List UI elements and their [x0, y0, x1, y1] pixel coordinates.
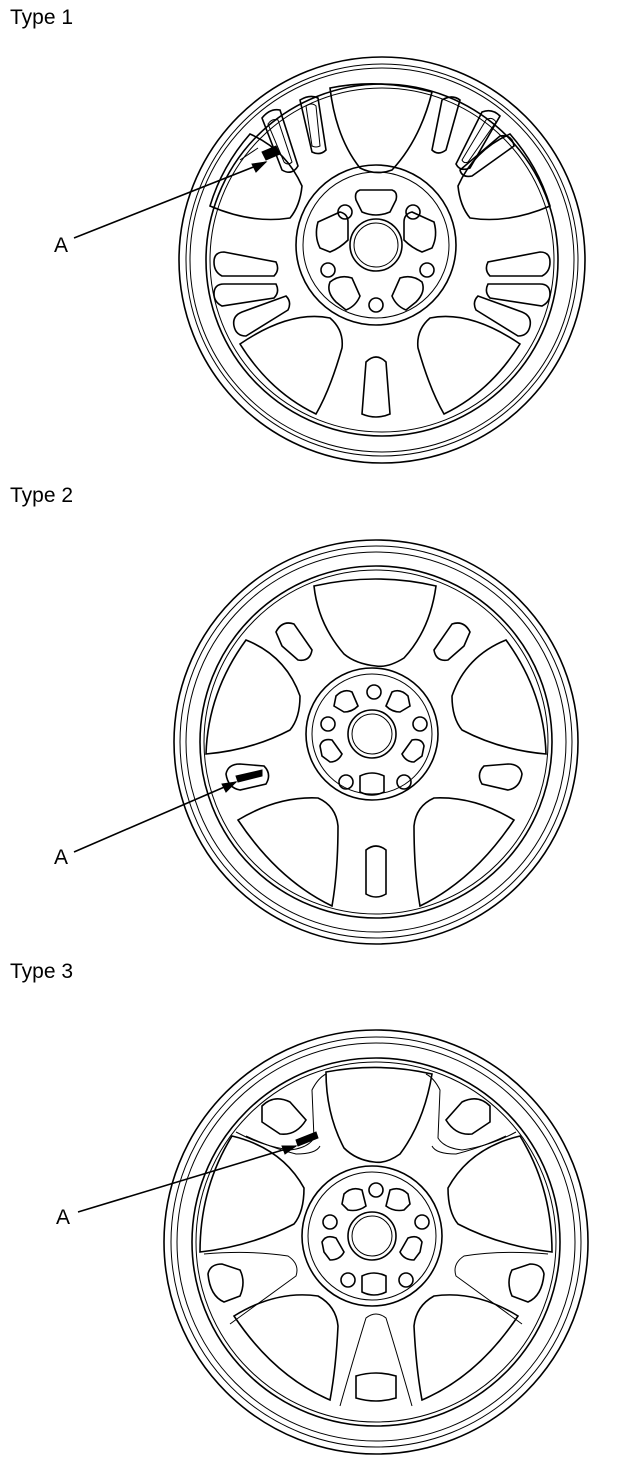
type-3-spoke-ornaments: [203, 1073, 549, 1407]
type-2-spoke-windows: [205, 578, 547, 908]
type-3-spoke-windows: [199, 1066, 553, 1402]
type-1-hub: [295, 164, 457, 326]
type-3-valve-marking: [77, 1131, 319, 1213]
type-3-wheel-drawing: [77, 1029, 589, 1455]
type-2-callout-a: A: [54, 846, 69, 869]
type-3-hub: [301, 1165, 443, 1307]
type-1-label: Type 1: [10, 6, 74, 29]
type-1-spoke-windows: [209, 83, 551, 416]
type-2-spoke-slots: [225, 622, 523, 898]
type-2-hub: [305, 667, 439, 801]
type-2-rim: [173, 539, 579, 945]
type-3-callout-a: A: [56, 1206, 71, 1229]
type-2-wheel-drawing: [73, 539, 579, 945]
type-2-label: Type 2: [10, 484, 74, 507]
type-1-valve-marking: [73, 145, 281, 239]
type-1-callout-a: A: [54, 234, 69, 257]
figure-type-2: Type 2 A: [0, 480, 624, 950]
figure-type-3: Type 3 A: [0, 950, 624, 1460]
type-3-rim: [163, 1029, 589, 1455]
type-3-label: Type 3: [10, 960, 74, 983]
figure-type-1: Type 1 A: [0, 0, 624, 480]
type-1-wheel-drawing: [73, 56, 586, 464]
type-2-valve-marking: [73, 769, 263, 853]
type-1-spoke-slots: [213, 95, 551, 418]
type-1-rim: [178, 56, 586, 464]
